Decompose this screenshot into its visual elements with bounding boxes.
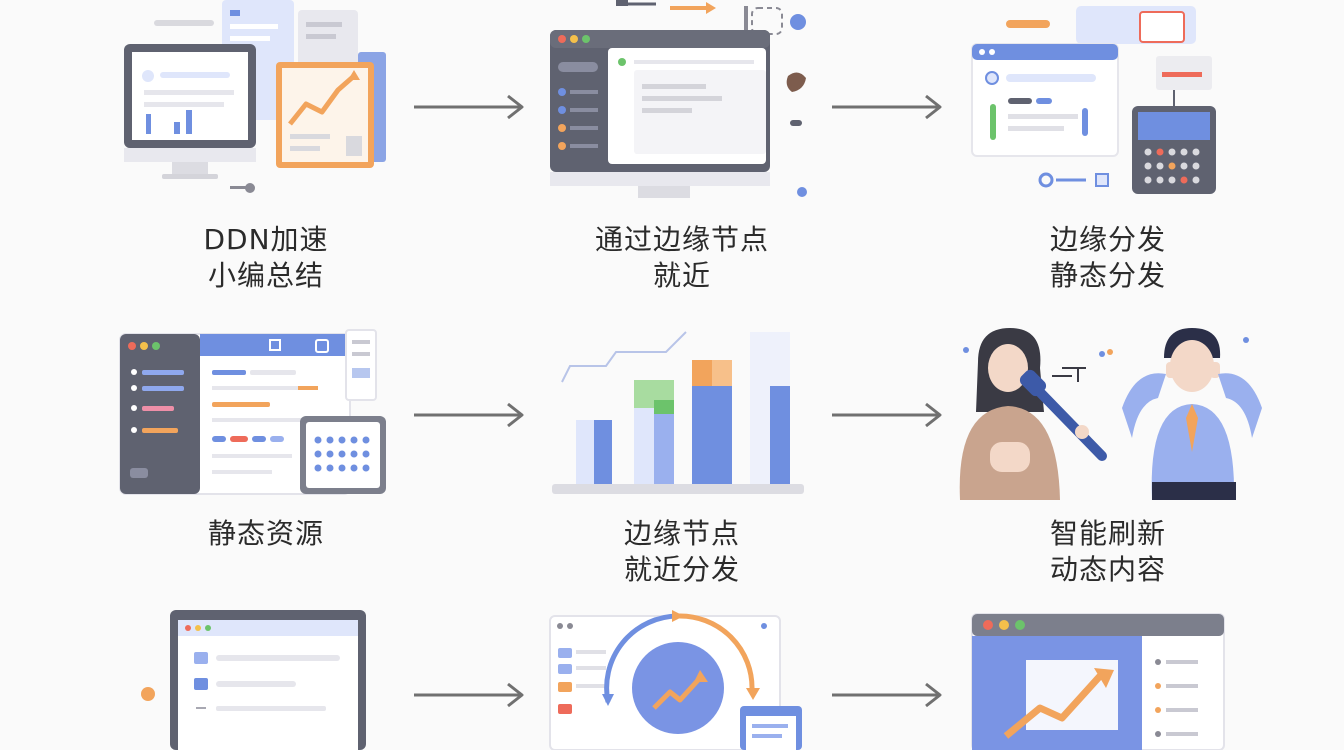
step-label-ddn-summary: DDN加速 小编总结 xyxy=(203,223,329,292)
edge-node-browser-illustration xyxy=(550,0,807,198)
dashboard-monitor-illustration xyxy=(124,0,386,193)
step-label-edge-node-distribution: 边缘节点 就近分发 xyxy=(623,517,740,586)
bar-chart-illustration xyxy=(552,331,804,494)
people-microphone-illustration xyxy=(959,328,1262,500)
flow-arrow xyxy=(832,94,942,120)
edge-distribution-illustration xyxy=(971,6,1216,194)
step-label-static-resource: 静态资源 xyxy=(207,517,324,550)
flow-arrow xyxy=(832,682,942,708)
flow-arrow xyxy=(414,402,524,428)
step-label-smart-refresh: 智能刷新 动态内容 xyxy=(1049,517,1166,586)
static-resource-window-illustration xyxy=(119,329,386,495)
step-label-edge-distribution: 边缘分发 静态分发 xyxy=(1049,223,1166,292)
flow-arrow xyxy=(414,94,524,120)
step-label-edge-node-nearby: 通过边缘节点 就近 xyxy=(594,223,769,292)
refresh-cycle-illustration xyxy=(549,610,802,750)
flow-arrow xyxy=(832,402,942,428)
growth-chart-window-illustration xyxy=(971,613,1225,750)
flow-arrow xyxy=(414,682,524,708)
laptop-list-illustration xyxy=(141,610,366,750)
